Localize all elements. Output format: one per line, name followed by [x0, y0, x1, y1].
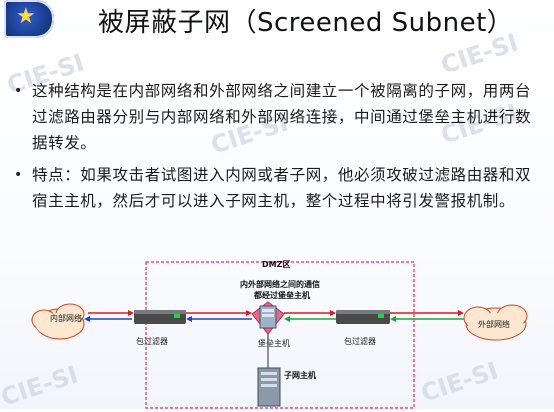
right-filter-device	[336, 310, 390, 324]
outer-network-label: 外部网络	[478, 319, 510, 329]
arrow-red-head	[128, 310, 134, 316]
arrow-green-head	[284, 316, 290, 322]
arrow-blue-head	[186, 316, 192, 322]
bastion-host-label: 堡垒主机	[258, 338, 290, 348]
subnet-host-label: 子网主机	[284, 370, 316, 380]
bullet-dot-icon: •	[14, 83, 23, 99]
note-line-1: 内外部网络之间的通信	[240, 279, 320, 289]
bastion-host-icon	[251, 301, 285, 335]
bullet-text: 特点：如果攻击者试图进入内网或者子网，他必须攻破过滤路由器和双宿主主机，然后才可…	[32, 166, 532, 210]
inner-network-cloud	[31, 303, 85, 340]
bullet-item: • 特点：如果攻击者试图进入内网或者子网，他必须攻破过滤路由器和双宿主主机，然后…	[14, 162, 534, 214]
arrow-red-head	[458, 310, 464, 316]
dmz-zone	[145, 261, 415, 409]
arrow-blue-head	[84, 316, 90, 322]
outer-network-cloud	[463, 304, 528, 341]
arrow-green-head	[390, 316, 396, 322]
arrow-red-head	[246, 310, 252, 316]
left-filter-label: 包过滤器	[136, 336, 168, 346]
server-icon	[257, 367, 281, 407]
dmz-label: DMZ区	[262, 260, 290, 269]
star-icon: ★	[16, 4, 36, 29]
inner-network-label: 内部网络	[50, 313, 82, 323]
screened-subnet-diagram: DMZ区 内部网络 外部网络 包过滤器 内外部网络之间的通信 都经过堡垒主机	[31, 260, 528, 409]
bullet-list: • 这种结构是在内部网络和外部网络之间建立一个被隔离的子网，用两台过滤路由器分别…	[14, 78, 534, 220]
right-filter-label: 包过滤器	[344, 336, 376, 346]
arrow-red-head	[330, 310, 336, 316]
logo: ★	[4, 0, 54, 38]
bullet-text: 这种结构是在内部网络和外部网络之间建立一个被隔离的子网，用两台过滤路由器分别与内…	[32, 82, 532, 152]
note-line-2: 都经过堡垒主机	[253, 290, 310, 300]
bullet-item: • 这种结构是在内部网络和外部网络之间建立一个被隔离的子网，用两台过滤路由器分别…	[14, 78, 534, 156]
bullet-dot-icon: •	[14, 167, 23, 183]
left-filter-device	[134, 310, 186, 324]
slide-title: 被屏蔽子网（Screened Subnet）	[98, 8, 514, 38]
